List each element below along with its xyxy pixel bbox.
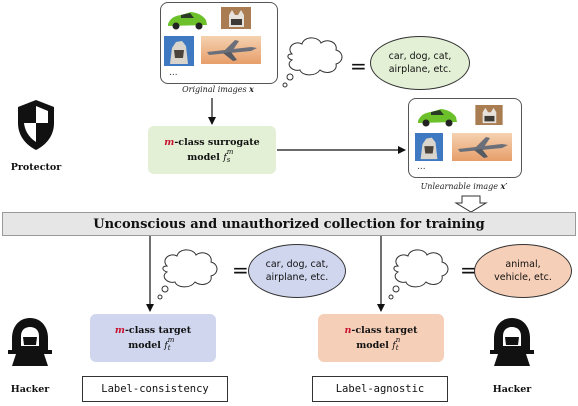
protector-label: Protector	[10, 162, 62, 173]
surrogate-title: m-class surrogate	[164, 136, 260, 148]
banner-text: Unconscious and unauthorized collection …	[93, 216, 485, 232]
dog-photo	[164, 36, 194, 66]
car-photo	[165, 6, 209, 32]
n-target-title: n-class target	[344, 324, 418, 336]
airplane-photo	[201, 36, 261, 64]
class-set-ellipse-left: car, dog, cat, airplane, etc.	[248, 244, 346, 298]
unlearnable-images-panel: ...	[408, 98, 522, 178]
original-images-panel: ...	[160, 2, 278, 84]
equals-sign: =	[460, 258, 477, 282]
thought-cloud-icon	[157, 249, 218, 300]
thought-cloud-icon	[282, 37, 343, 88]
hacker-label-left: Hacker	[10, 384, 50, 395]
original-images-caption: Original images x	[182, 84, 254, 94]
more-images-ellipsis: ...	[417, 162, 426, 172]
m-target-title: m-class target	[114, 324, 192, 336]
equals-sign: =	[350, 54, 367, 78]
class-set-text: car, dog, cat, airplane, etc.	[388, 51, 452, 75]
car-photo	[415, 103, 459, 129]
hacker-icon	[490, 318, 534, 366]
thought-cloud-icon	[388, 249, 449, 300]
more-images-ellipsis: ...	[169, 68, 178, 78]
hacker-icon	[8, 318, 52, 366]
collection-banner: Unconscious and unauthorized collection …	[2, 212, 576, 236]
hacker-label-right: Hacker	[492, 384, 532, 395]
label-consistency-text: Label-consistency	[101, 383, 209, 395]
class-set-text: car, dog, cat, airplane, etc.	[265, 259, 329, 283]
label-agnostic-text: Label-agnostic	[335, 383, 425, 395]
equals-sign: =	[232, 258, 249, 282]
shield-icon	[18, 100, 54, 150]
unlearnable-images-caption: Unlearnable image x′	[420, 181, 508, 191]
airplane-photo	[451, 133, 513, 161]
label-agnostic-box: Label-agnostic	[312, 376, 448, 402]
cat-photo	[475, 105, 503, 125]
hollow-down-arrow	[454, 195, 488, 213]
dog-photo	[415, 133, 443, 161]
class-set-text: animal, vehicle, etc.	[494, 259, 552, 283]
label-consistency-box: Label-consistency	[82, 376, 228, 402]
class-set-ellipse-top: car, dog, cat, airplane, etc.	[370, 36, 470, 90]
class-set-ellipse-right: animal, vehicle, etc.	[474, 244, 572, 298]
cat-photo	[221, 7, 251, 29]
